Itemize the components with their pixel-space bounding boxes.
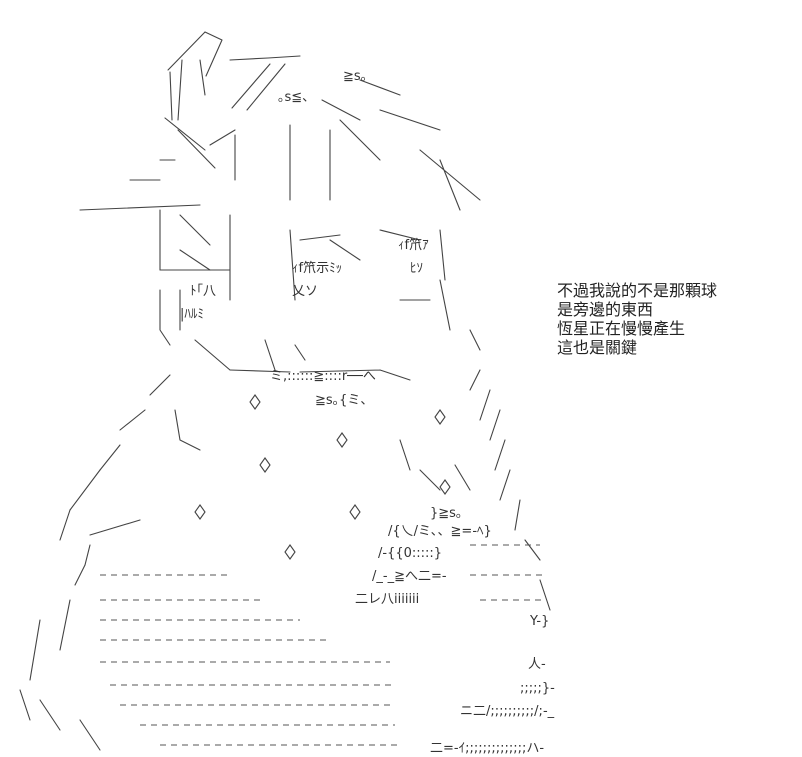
art-stroke bbox=[434, 409, 446, 425]
art-stroke bbox=[349, 504, 361, 520]
art-text: ｨf笊ｱ bbox=[398, 237, 429, 253]
art-stroke bbox=[164, 117, 236, 169]
art-text: ;;;;;}- bbox=[520, 681, 555, 696]
art-stroke bbox=[249, 394, 261, 410]
art-stroke bbox=[321, 79, 441, 131]
art-text: ≧s｡{ミ、 bbox=[315, 393, 373, 408]
art-text: ≧s｡ bbox=[343, 69, 367, 84]
art-stroke bbox=[169, 59, 206, 121]
caption-line-4: 這也是關鍵 bbox=[557, 338, 638, 357]
art-text: Y-} bbox=[529, 614, 549, 629]
art-stroke bbox=[229, 55, 301, 111]
art-stroke bbox=[59, 509, 141, 566]
art-text: 乂ソ bbox=[292, 284, 318, 299]
art-text: /_-_≧へ二=- bbox=[372, 569, 447, 584]
art-text: ﾄ｢八 bbox=[190, 284, 216, 299]
art-text: 二レ八iiiiiii bbox=[355, 592, 419, 607]
art-stroke bbox=[514, 499, 551, 611]
art-stroke bbox=[69, 409, 201, 511]
art-stroke bbox=[229, 369, 411, 381]
art-text: ｨf笊示ﾐｯ bbox=[292, 260, 342, 276]
art-stroke bbox=[159, 214, 296, 301]
art-stroke bbox=[29, 564, 86, 681]
art-text: 二=-ｲ;;;;;;;;;;;;;;ハ- bbox=[430, 741, 544, 756]
art-stroke bbox=[79, 159, 201, 211]
art-stroke bbox=[99, 374, 171, 471]
art-text: ﾋｿ bbox=[410, 261, 423, 276]
art-stroke bbox=[399, 439, 471, 491]
art-text: ニ二/;;;;;;;;;;/;-_ bbox=[460, 704, 555, 719]
art-text: /-{{0:::::} bbox=[378, 546, 442, 561]
art-stroke bbox=[19, 689, 101, 751]
caption-line-1: 不過我說的不是那顆球 bbox=[557, 281, 718, 300]
art-text: ミ,::::::≧::::r──へ bbox=[270, 369, 376, 384]
art-stroke bbox=[194, 339, 306, 371]
art-text: 人- bbox=[528, 657, 546, 672]
art-stroke bbox=[339, 119, 481, 211]
art-stroke bbox=[469, 329, 491, 421]
art-stroke bbox=[159, 209, 211, 271]
art-stroke bbox=[336, 432, 348, 448]
art-stroke bbox=[167, 31, 223, 77]
art-stroke bbox=[159, 289, 181, 346]
art-text: }≧s｡ bbox=[430, 506, 462, 521]
art-stroke bbox=[299, 229, 421, 261]
caption-line-3: 恆星正在慢慢產生 bbox=[557, 319, 686, 338]
art-text: |ﾊﾙﾐ bbox=[180, 307, 204, 322]
caption-text: 不過我說的不是那顆球 是旁邊的東西 恆星正在慢慢產生 這也是關鍵 bbox=[557, 281, 717, 357]
art-stroke bbox=[259, 457, 271, 473]
art-stroke bbox=[284, 544, 296, 560]
art-stroke bbox=[439, 479, 451, 495]
art-stroke bbox=[234, 124, 331, 201]
art-text: ｡s≦、 bbox=[278, 90, 315, 105]
caption-line-2: 是旁邊的東西 bbox=[557, 300, 654, 319]
art-stroke bbox=[194, 504, 206, 520]
art-stroke bbox=[399, 229, 451, 331]
art-stroke bbox=[489, 409, 511, 501]
art-text: /{乀/ミ､、≧=-ﾍ} bbox=[388, 524, 492, 539]
